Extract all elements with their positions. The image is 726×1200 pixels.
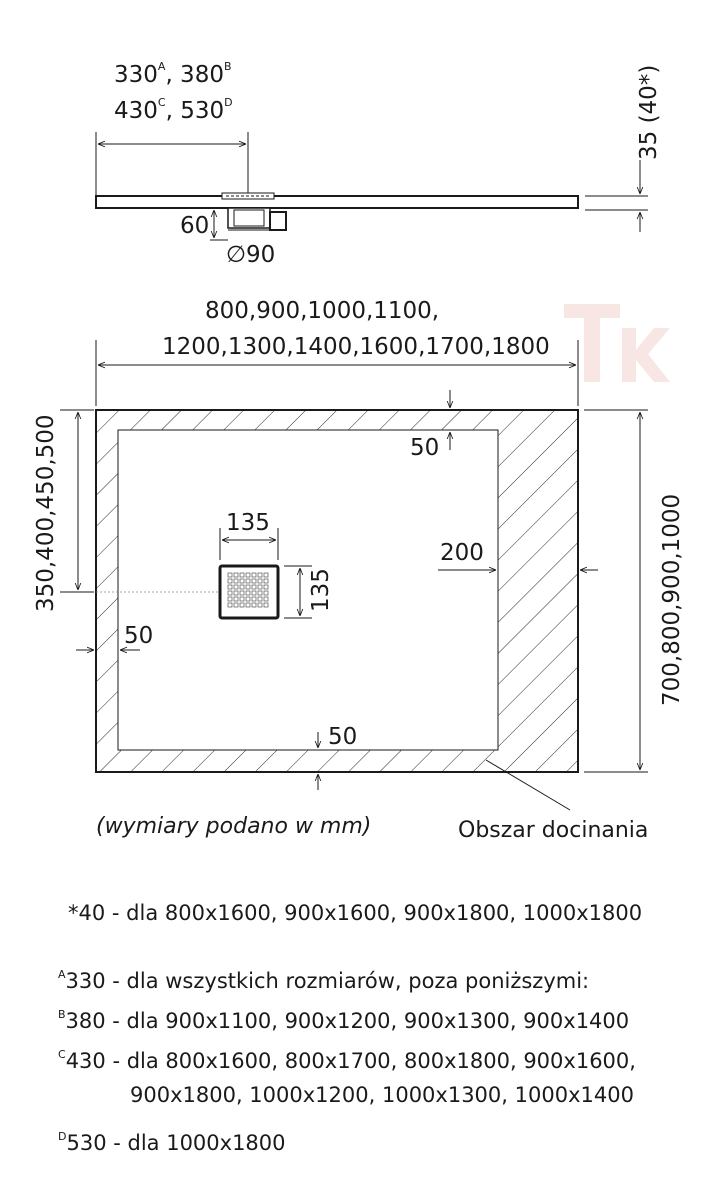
grate-slot [251, 578, 257, 584]
grate-slot [263, 602, 269, 608]
grate-slot [245, 590, 251, 596]
trim-top-label: 50 [410, 435, 439, 461]
length-label-1: 800,900,1000,1100, [205, 298, 439, 324]
grate-slot [245, 578, 251, 584]
grate-slot [251, 572, 257, 578]
tray-side-slab [95, 195, 579, 209]
grate-slot [263, 596, 269, 602]
grate-slot [245, 596, 251, 602]
length-label-2: 1200,1300,1400,1600,1700,1800 [162, 334, 550, 360]
grate-height-label: 135 [308, 568, 334, 612]
grate-slot [227, 602, 233, 608]
grate-slot [251, 590, 257, 596]
trim-right-label: 200 [440, 540, 484, 566]
grate-slot [239, 578, 245, 584]
grate-slot [227, 584, 233, 590]
grate-slot [245, 602, 251, 608]
drain-offset-label-2: 430C, 530D [114, 96, 233, 124]
grate-slot [251, 602, 257, 608]
grate-slot [233, 590, 239, 596]
grate-slot [227, 572, 233, 578]
drain-siphon [221, 192, 287, 231]
grate-slot [233, 584, 239, 590]
drain-diameter-label: ∅90 [226, 242, 275, 268]
grate-slot [257, 584, 263, 590]
width-label: 700,800,900,1000 [659, 494, 685, 706]
drain-position-label: 350,400,450,500 [33, 414, 59, 612]
trim-bottom-label: 50 [328, 724, 357, 750]
cut-area-label: Obszar docinania [458, 818, 648, 843]
note-star: *40 - dla 800x1600, 900x1600, 900x1800, … [68, 901, 643, 925]
grate-slot [251, 596, 257, 602]
side-view: 330A, 380B 430C, 530D 60 ∅90 [95, 60, 662, 268]
watermark-logo [564, 304, 670, 382]
technical-drawing: 330A, 380B 430C, 530D 60 ∅90 [33, 60, 685, 843]
grate-slot [233, 596, 239, 602]
thickness-label: 35 (40*) [636, 65, 662, 160]
grate-slot [257, 578, 263, 584]
grate-slot [263, 578, 269, 584]
grate-slot [239, 602, 245, 608]
grate-slot [227, 596, 233, 602]
drain-offset-label-1: 330A, 380B [114, 60, 232, 88]
grate-width-label: 135 [226, 510, 270, 536]
grate-slot [239, 590, 245, 596]
usable-area [117, 429, 499, 751]
note-c: C430 - dla 800x1600, 800x1700, 800x1800,… [58, 1048, 636, 1073]
note-a: A330 - dla wszystkich rozmiarów, poza po… [58, 968, 590, 993]
grate-slot [239, 572, 245, 578]
grate-slot [257, 572, 263, 578]
note-b: B380 - dla 900x1100, 900x1200, 900x1300,… [58, 1008, 630, 1033]
drain-height-label: 60 [180, 213, 209, 239]
grate-slot [233, 578, 239, 584]
note-c-cont: 900x1800, 1000x1200, 1000x1300, 1000x140… [130, 1083, 634, 1107]
grate-slot [233, 572, 239, 578]
grate-slot [257, 596, 263, 602]
note-d: D530 - dla 1000x1800 [58, 1130, 286, 1155]
grate-slot [263, 590, 269, 596]
grate-slot [257, 602, 263, 608]
grate-slot [257, 590, 263, 596]
drain-grate [218, 564, 280, 620]
grate-slot [233, 602, 239, 608]
grate-slot [227, 578, 233, 584]
grate-slot [251, 584, 257, 590]
grate-slot [227, 590, 233, 596]
grate-slot [263, 584, 269, 590]
plan-view: 800,900,1000,1100, 1200,1300,1400,1600,1… [33, 298, 685, 843]
units-note: (wymiary podano w mm) [96, 814, 371, 839]
grate-slot [245, 572, 251, 578]
grate-slot [239, 596, 245, 602]
grate-slot [263, 572, 269, 578]
grate-slot [239, 584, 245, 590]
trim-left-label: 50 [124, 623, 153, 649]
tray-outline [95, 409, 579, 773]
grate-slot [245, 584, 251, 590]
